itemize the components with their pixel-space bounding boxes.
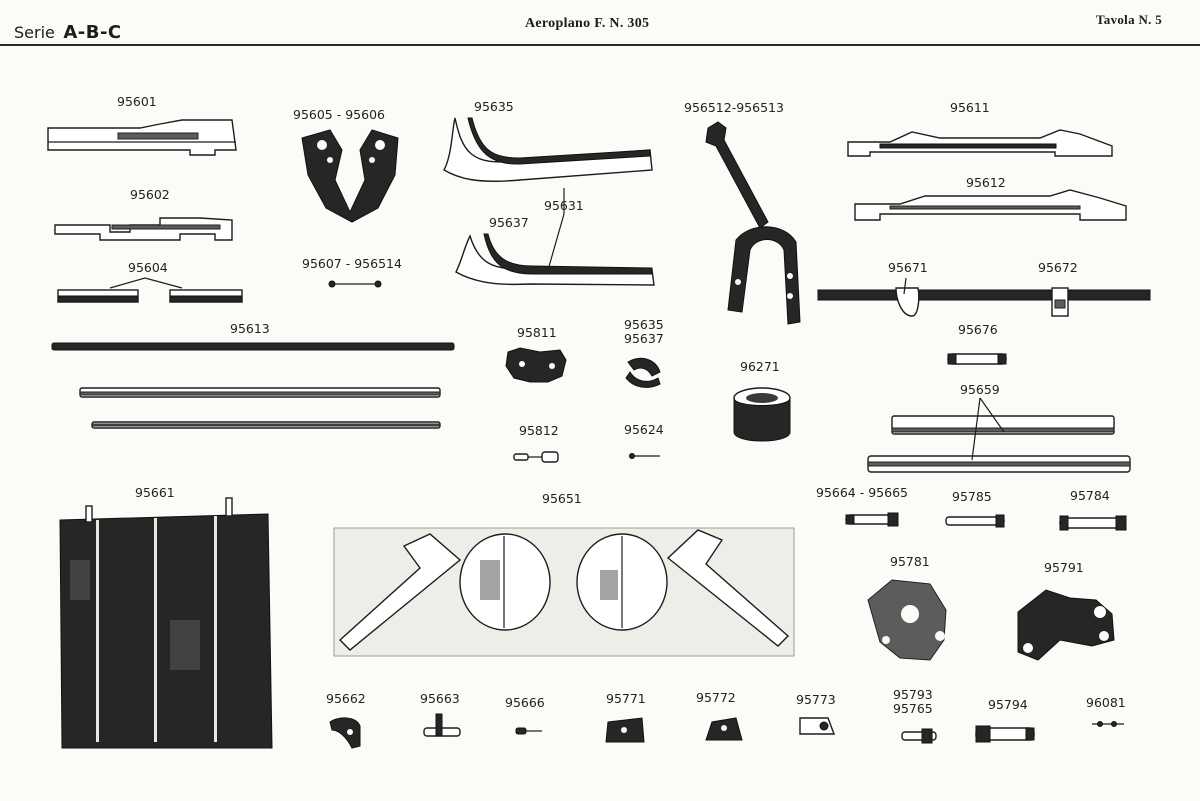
part-95772-drawing (705, 717, 743, 741)
part-95671-95672-drawing (817, 277, 1151, 317)
label-95781: 95781 (890, 554, 930, 569)
part-95604-drawing (57, 277, 243, 303)
part-95794-drawing (975, 725, 1035, 743)
label-96271: 96271 (740, 359, 780, 374)
part-95635-95637-small-drawing (625, 357, 661, 388)
label-95605-95606: 95605 - 95606 (293, 107, 385, 122)
label-95793: 95793 (893, 687, 933, 702)
part-95771-drawing (605, 717, 645, 743)
label-95659: 95659 (960, 382, 1000, 397)
part-95811-drawing (505, 347, 567, 383)
label-95791: 95791 (1044, 560, 1084, 575)
label-95785: 95785 (952, 489, 992, 504)
part-95791-drawing (1017, 589, 1115, 661)
label-95663: 95663 (420, 691, 460, 706)
part-956512-956513-drawing (705, 121, 801, 325)
label-95765: 95765 (893, 701, 933, 716)
label-95637: 95637 (489, 215, 529, 230)
series-code: A-B-C (63, 22, 122, 43)
part-96271-drawing (733, 387, 791, 442)
part-95607-956514-drawing (328, 280, 382, 288)
label-95812: 95812 (519, 423, 559, 438)
label-95811: 95811 (517, 325, 557, 340)
label-95784: 95784 (1070, 488, 1110, 503)
series-label: Serie (14, 23, 55, 42)
part-95601-drawing (47, 119, 237, 156)
part-95611-drawing (847, 129, 1113, 157)
label-95602: 95602 (130, 187, 170, 202)
part-95664-95665-drawing (845, 512, 899, 527)
label-95666: 95666 (505, 695, 545, 710)
label-95631: 95631 (544, 198, 584, 213)
part-95773-drawing (799, 717, 836, 735)
label-95664-95665: 95664 - 95665 (816, 485, 908, 500)
label-95611: 95611 (950, 100, 990, 115)
label-95601: 95601 (117, 94, 157, 109)
plate-title: Aeroplano F. N. 305 (525, 16, 650, 31)
label-95651: 95651 (542, 491, 582, 506)
label-95672: 95672 (1038, 260, 1078, 275)
label-95794: 95794 (988, 697, 1028, 712)
part-95605-95606-drawing (301, 129, 399, 223)
label-95635-small: 95635 (624, 317, 664, 332)
part-95651-drawing (333, 527, 795, 657)
part-95613-drawing (51, 342, 455, 429)
label-95662: 95662 (326, 691, 366, 706)
part-95635-skid-drawing (443, 117, 653, 182)
part-95602-drawing (54, 217, 233, 241)
label-95612: 95612 (966, 175, 1006, 190)
label-95637-small: 95637 (624, 331, 664, 346)
part-95624-drawing (629, 453, 660, 459)
label-95676: 95676 (958, 322, 998, 337)
label-95661: 95661 (135, 485, 175, 500)
part-95785-drawing (945, 514, 1005, 528)
part-95784-drawing (1059, 515, 1127, 531)
label-95607-956514: 95607 - 956514 (302, 256, 402, 271)
label-95613: 95613 (230, 321, 270, 336)
part-95637-skid-drawing (455, 188, 655, 286)
label-95772: 95772 (696, 690, 736, 705)
part-95666-drawing (515, 727, 542, 735)
label-95773: 95773 (796, 692, 836, 707)
label-95624: 95624 (624, 422, 664, 437)
part-95659-drawing (867, 397, 1131, 473)
label-956512-956513: 956512-956513 (684, 100, 784, 115)
part-labels: 95601 95605 - 95606 95635 956512-956513 … (117, 94, 1126, 716)
plate-number: Tavola N. 5 (1096, 12, 1163, 27)
part-96081-drawing (1092, 721, 1124, 727)
label-96081: 96081 (1086, 695, 1126, 710)
header-rule (0, 44, 1200, 46)
label-95604: 95604 (128, 260, 168, 275)
series-indicator: Serie A-B-C (14, 22, 122, 43)
part-95661-drawing (59, 497, 273, 749)
label-95635: 95635 (474, 99, 514, 114)
part-95793-95765-drawing (901, 728, 937, 744)
part-95781-drawing (867, 579, 947, 661)
plate-header: Serie A-B-C Aeroplano F. N. 305 Tavola N… (0, 0, 1200, 46)
label-95671: 95671 (888, 260, 928, 275)
part-95662-drawing (329, 717, 361, 749)
part-95812-drawing (513, 451, 559, 463)
part-95663-drawing (423, 713, 461, 737)
part-95676-drawing (947, 353, 1007, 365)
label-95771: 95771 (606, 691, 646, 706)
part-95612-drawing (854, 189, 1127, 221)
